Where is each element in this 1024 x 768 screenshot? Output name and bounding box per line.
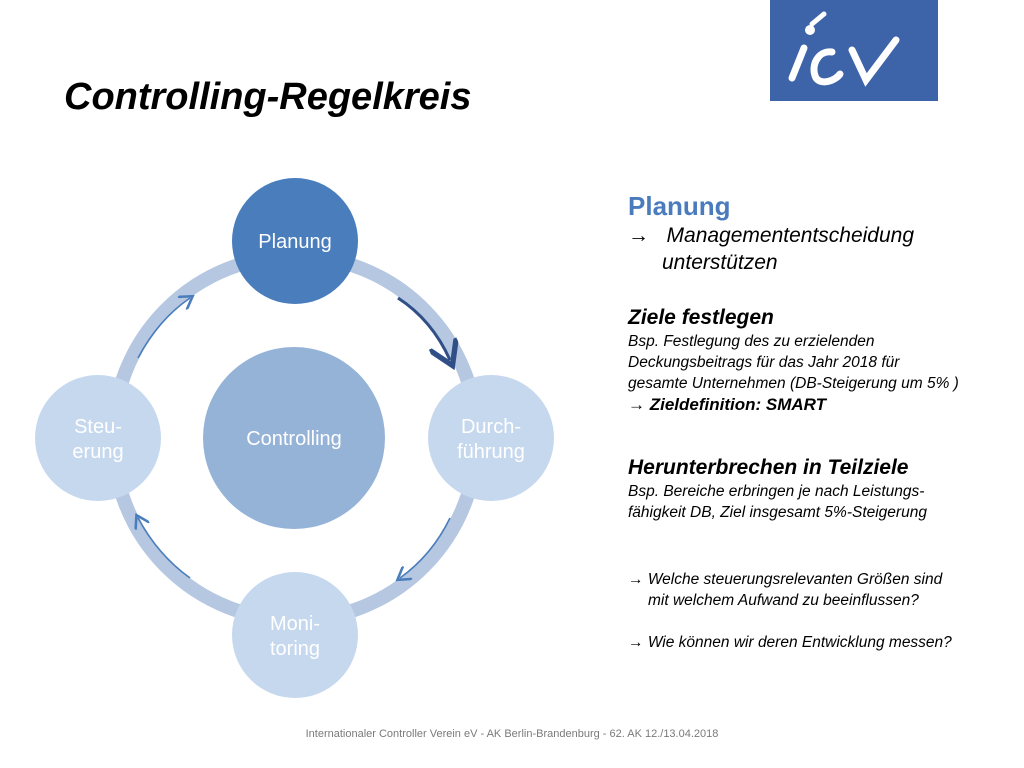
section-ziele-line-3: gesamte Unternehmen (DB-Steigerung um 5%… bbox=[628, 375, 959, 392]
planung-panel: Planung → Managemententscheidung unterst… bbox=[628, 190, 1008, 653]
icv-logo bbox=[770, 0, 938, 101]
node-steuerung-label-1: Steu- bbox=[74, 416, 122, 438]
question-2: → Wie können wir deren Entwicklung messe… bbox=[628, 632, 1008, 653]
question-1-line-2: mit welchem Aufwand zu beeinflussen? bbox=[648, 592, 919, 609]
question-1-text: Welche steuerungsrelevanten Größen sind bbox=[647, 571, 943, 588]
arrow-planung-durchfuehrung bbox=[397, 296, 450, 360]
section-ziele-line-4: → Zieldefinition: SMART bbox=[628, 394, 1008, 416]
controlling-cycle-diagram: Controlling Planung Durch- führung Moni-… bbox=[35, 178, 554, 698]
arrow-icon: → bbox=[628, 571, 644, 588]
node-durchfuehrung bbox=[428, 375, 554, 501]
section-ziele-line-2: Deckungsbeitrags für das Jahr 2018 für bbox=[628, 354, 900, 371]
section-ziele-heading: Ziele festlegen bbox=[628, 306, 774, 329]
center-label: Controlling bbox=[246, 428, 342, 450]
section-teilziele-line-1: Bsp. Bereiche erbringen je nach Leistung… bbox=[628, 483, 925, 500]
node-steuerung bbox=[35, 375, 161, 501]
node-durchfuehrung-label-2: führung bbox=[457, 441, 525, 463]
question-1-line-1: → Welche steuerungsrelevanten Größen sin… bbox=[628, 569, 1008, 590]
page-title: Controlling-Regelkreis bbox=[64, 76, 472, 118]
node-monitoring-label-2: toring bbox=[270, 638, 320, 660]
arrow-icon: → bbox=[628, 224, 649, 247]
panel-line-1: → Managemententscheidung bbox=[628, 222, 1008, 249]
arrow-icon: → bbox=[628, 634, 644, 651]
section-ziele-line-4-text: Zieldefinition: SMART bbox=[649, 395, 827, 414]
section-teilziele-heading: Herunterbrechen in Teilziele bbox=[628, 456, 909, 479]
center-node bbox=[203, 347, 385, 529]
panel-line-2: unterstützen bbox=[662, 251, 778, 274]
node-planung-label: Planung bbox=[258, 231, 331, 253]
node-monitoring bbox=[232, 572, 358, 698]
panel-line-1-text: Managemententscheidung bbox=[666, 224, 915, 247]
node-durchfuehrung-label-1: Durch- bbox=[461, 416, 521, 438]
panel-heading: Planung bbox=[628, 191, 731, 221]
footer-text: Internationaler Controller Verein eV - A… bbox=[305, 728, 719, 740]
question-2-text: Wie können wir deren Entwicklung messen? bbox=[647, 634, 952, 651]
node-planung bbox=[232, 178, 358, 304]
arrow-steuerung-planung bbox=[137, 298, 190, 359]
node-monitoring-label-1: Moni- bbox=[270, 613, 320, 635]
arrow-durchfuehrung-monitoring bbox=[400, 517, 451, 578]
arrow-monitoring-steuerung bbox=[138, 518, 191, 579]
section-teilziele-line-2: fähigkeit DB, Ziel insgesamt 5%-Steigeru… bbox=[628, 504, 927, 521]
arrow-icon: → bbox=[628, 395, 645, 414]
node-steuerung-label-2: erung bbox=[72, 441, 123, 463]
section-ziele-line-1: Bsp. Festlegung des zu erzielenden bbox=[628, 333, 875, 350]
